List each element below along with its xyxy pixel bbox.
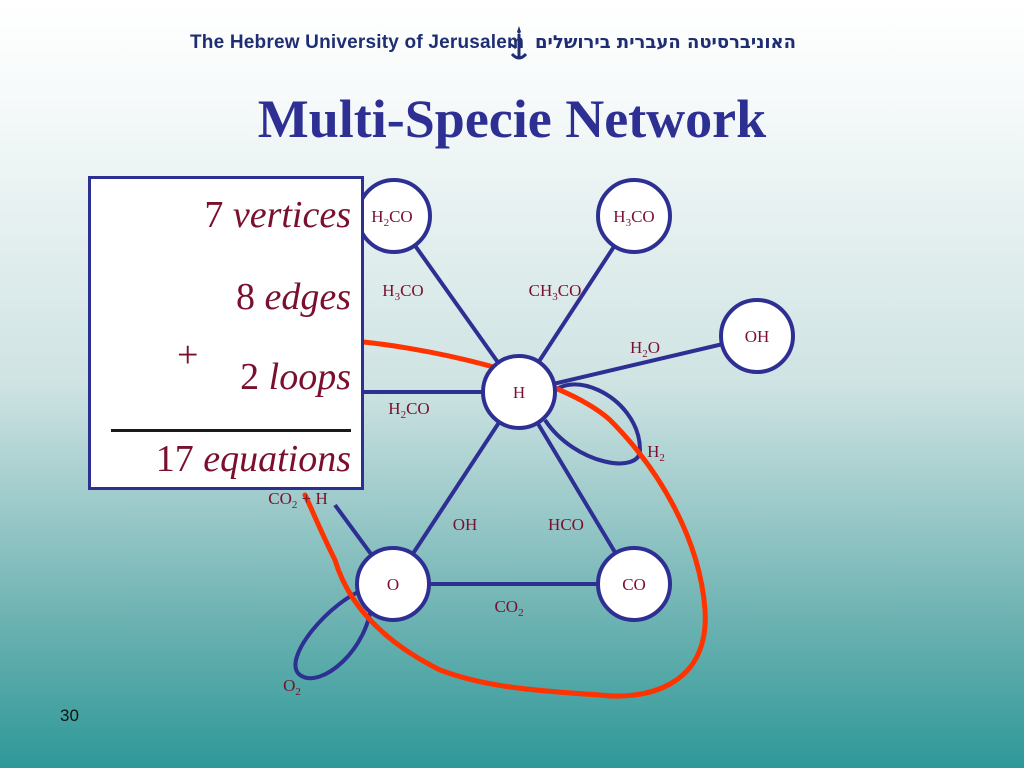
slide-number: 30: [60, 706, 79, 725]
node-co-circle: [596, 546, 672, 622]
loop-h2: [543, 382, 643, 466]
loop-o2: [293, 586, 374, 681]
node-label-h3co: H3CO: [613, 207, 654, 229]
edge-label-co2: CO2: [494, 597, 523, 619]
edge-label-co2-h: CO2 + H: [268, 489, 328, 511]
slide-title: Multi-Specie Network: [257, 89, 767, 149]
lamp-icon: [509, 26, 528, 60]
edges-word: edges: [264, 276, 351, 318]
equations-word: equations: [203, 438, 351, 480]
vertices-number: 7: [204, 194, 224, 236]
edge-label-h2: H2: [647, 442, 665, 464]
node-label-h2co: H2CO: [371, 207, 412, 229]
edge-oh-h: [518, 334, 758, 394]
node-label-o: O: [387, 575, 399, 594]
university-name-english: The Hebrew University of Jerusalem: [190, 32, 525, 53]
edge-label-ch3co: CH3CO: [529, 281, 582, 303]
node-h-circle: [481, 354, 557, 430]
summary-box: 7 vertices 8 edges + 2 loops 17 equation…: [88, 176, 364, 490]
university-logo: The Hebrew University of Jerusalem האוני…: [190, 26, 830, 64]
loops-number: 2: [240, 356, 260, 398]
loops-word: loops: [268, 356, 351, 398]
edge-label-oh: OH: [453, 515, 478, 534]
university-name-hebrew: האוניברסיטה העברית בירושלים: [535, 32, 797, 53]
equations-count: 17 equations: [156, 437, 351, 481]
edge-label-h3co: H3CO: [382, 281, 423, 303]
node-label-h: H: [513, 383, 525, 402]
edge-h-o: [391, 390, 521, 586]
node-h3co-circle: [596, 178, 672, 254]
edges-number: 8: [235, 276, 255, 318]
edge-label-h2o: H2O: [630, 338, 660, 360]
plus-sign: +: [177, 334, 199, 376]
edge-label-h2co: H2CO: [388, 399, 429, 421]
edge-label-o2: O2: [283, 676, 301, 698]
sum-divider: [111, 429, 351, 432]
edge-label-hco: HCO: [548, 515, 584, 534]
vertices-word: vertices: [232, 194, 351, 236]
loops-count: 2 loops: [240, 355, 351, 399]
vertices-count: 7 vertices: [204, 193, 351, 237]
node-oh-circle: [719, 298, 795, 374]
node-o-circle: [355, 546, 431, 622]
node-label-co: CO: [622, 575, 646, 594]
equations-number: 17: [155, 438, 194, 480]
highlight-curve: [302, 337, 708, 699]
edges-count: 8 edges: [236, 275, 351, 319]
node-label-oh: OH: [745, 327, 770, 346]
